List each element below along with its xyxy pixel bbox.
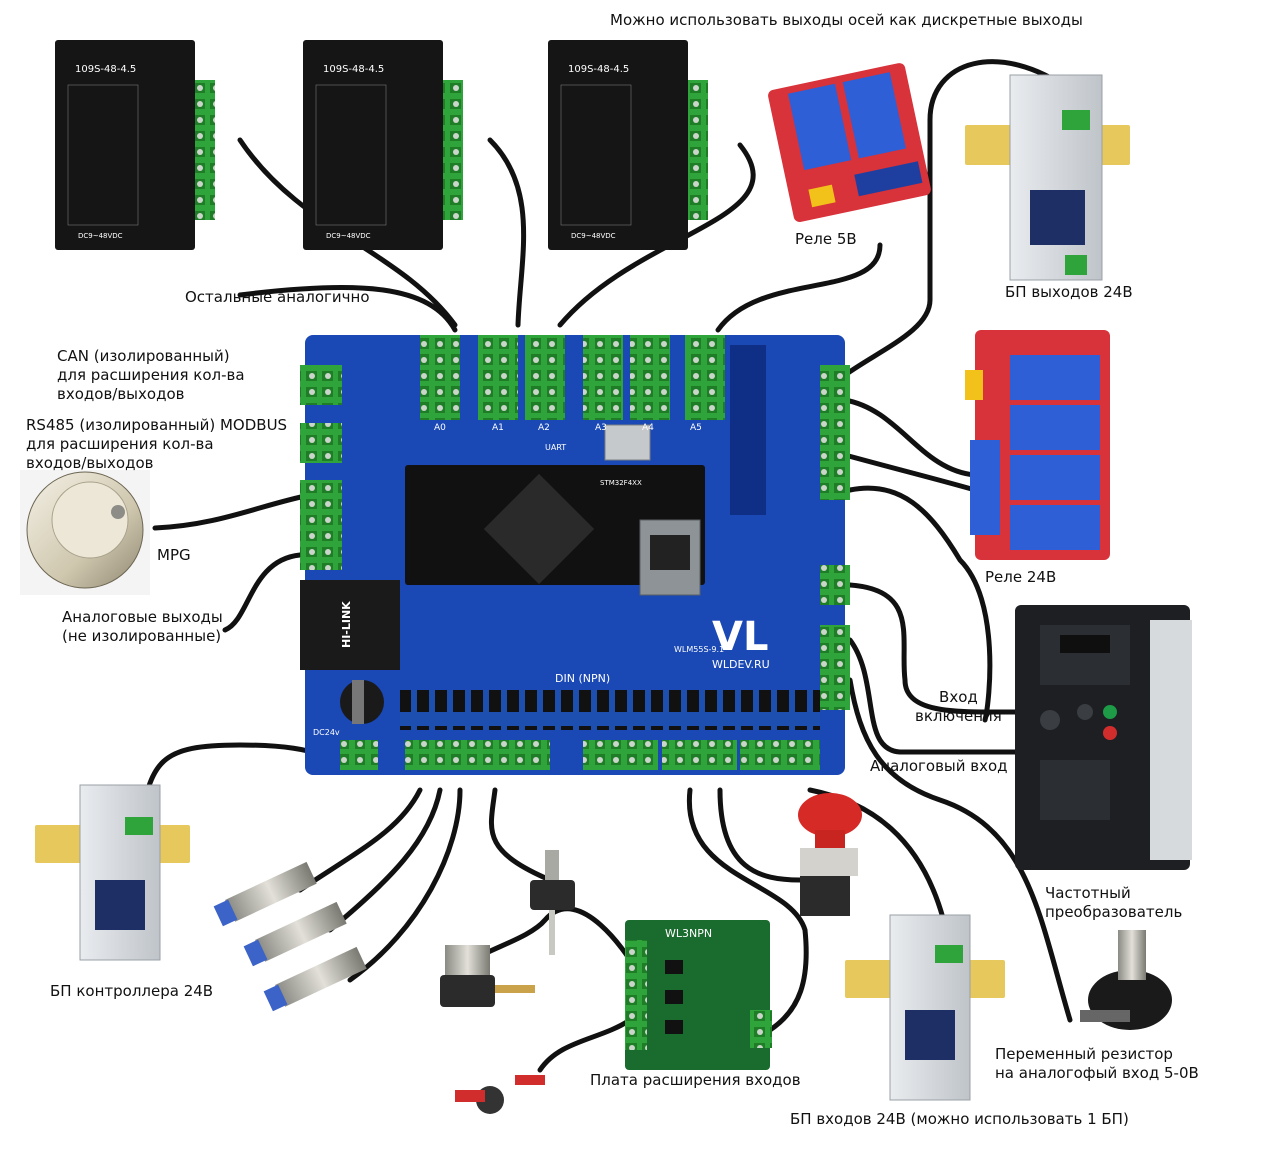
mpg-handwheel [20,470,150,595]
axis-a5: A5 [690,423,702,433]
vfd [1015,605,1192,870]
cable-relay24-b [842,452,978,493]
probe [530,850,575,955]
variable-resistor [1080,930,1172,1030]
label-input-board: Плата расширения входов [590,1071,801,1089]
cable-mpg [152,492,313,531]
label-mpg: MPG [157,546,191,564]
cable-analog-out [847,582,1018,715]
label-psu-controller: БП контроллера 24В [50,982,214,1000]
board-site: WLDEV.RU [712,658,770,671]
driver-3-power: DC9~48VDC [571,232,616,240]
stepper-driver-3: 109S-48-4.5 DC9~48VDC [548,40,708,250]
driver-3-model: 109S-48-4.5 [568,64,629,75]
psu-inputs [845,914,1005,1101]
cables [137,59,1073,1073]
tool-length-sensor [440,945,535,1007]
axis-a3: A3 [595,423,607,433]
label-analog-input: Аналоговый вход [870,757,1008,775]
label-relay-5v: Реле 5В [795,230,857,248]
cable-input-board [686,787,809,1033]
touch-plate [455,1075,545,1114]
label-vfd: Частотный преобразователь [1045,884,1183,921]
cable-psu-outputs [842,59,1073,378]
estop-button [798,793,862,916]
converter-brand: HI-LINK [340,601,353,648]
label-axis-outputs: Можно использовать выходы осей как дискр… [610,11,1083,29]
cable-relay24-c [847,485,993,723]
driver-2-model: 109S-48-4.5 [323,64,384,75]
label-analog-outputs: Аналоговые выходы (не изолированные) [62,608,223,645]
inductive-sensors [213,861,367,1012]
psu-controller [35,784,190,961]
relay-24v-module [965,330,1110,560]
psu-outputs [965,74,1130,281]
axis-a0: A0 [434,423,446,433]
cable-sensor2 [327,787,443,933]
label-relay-24v: Реле 24В [985,568,1057,586]
label-others-similar: Остальные аналогично [185,288,370,306]
board-din: DIN (NPN) [555,672,610,685]
board-mcu: STM32F4XX [600,479,642,487]
cable-touch [537,1017,633,1073]
axis-a1: A1 [492,423,504,433]
axis-a2: A2 [538,423,550,433]
board-dcin: DC24v [313,728,340,737]
label-psu-outputs: БП выходов 24В [1005,283,1133,301]
label-enable-input: Вход включения [915,688,1002,725]
cable-relay24 [842,397,978,478]
relay-5v-module [768,63,931,223]
driver-1-power: DC9~48VDC [78,232,123,240]
cable-vfd-enable [847,637,1018,755]
cable-sensor1 [297,787,423,893]
driver-2-power: DC9~48VDC [326,232,371,240]
driver-1-model: 109S-48-4.5 [75,64,136,75]
stepper-driver-2: 109S-48-4.5 DC9~48VDC [303,40,463,250]
cable-analog-outputs [222,552,303,633]
label-can: CAN (изолированный) для расширения кол-в… [57,347,245,403]
input-board-title: WL3NPN [665,927,712,940]
cable-estop [717,787,803,883]
cable-probe [488,787,553,883]
board-brand: VL [712,614,768,660]
controller-board: HI-LINK VL WLDEV.RU WLM55S-9.1 DIN (NPN)… [300,335,850,775]
input-expansion-board: WL3NPN [625,920,772,1070]
axis-a4: A4 [642,423,654,433]
stepper-driver-1: 109S-48-4.5 DC9~48VDC [55,40,215,250]
cable-var-resistor [847,677,1073,1023]
cable-relay5 [715,242,883,333]
cable-others [237,284,458,333]
board-uart: UART [545,443,566,452]
label-psu-inputs: БП входов 24В (можно использовать 1 БП) [790,1110,1129,1128]
cable-sensor3 [347,787,463,983]
label-rs485: RS485 (изолированный) MODBUS для расшире… [26,416,288,472]
cable-driver3 [557,142,756,328]
label-var-resistor: Переменный резистор на аналогофый вход 5… [995,1045,1199,1082]
board-model: WLM55S-9.1 [674,645,724,654]
cable-driver2 [487,137,527,328]
